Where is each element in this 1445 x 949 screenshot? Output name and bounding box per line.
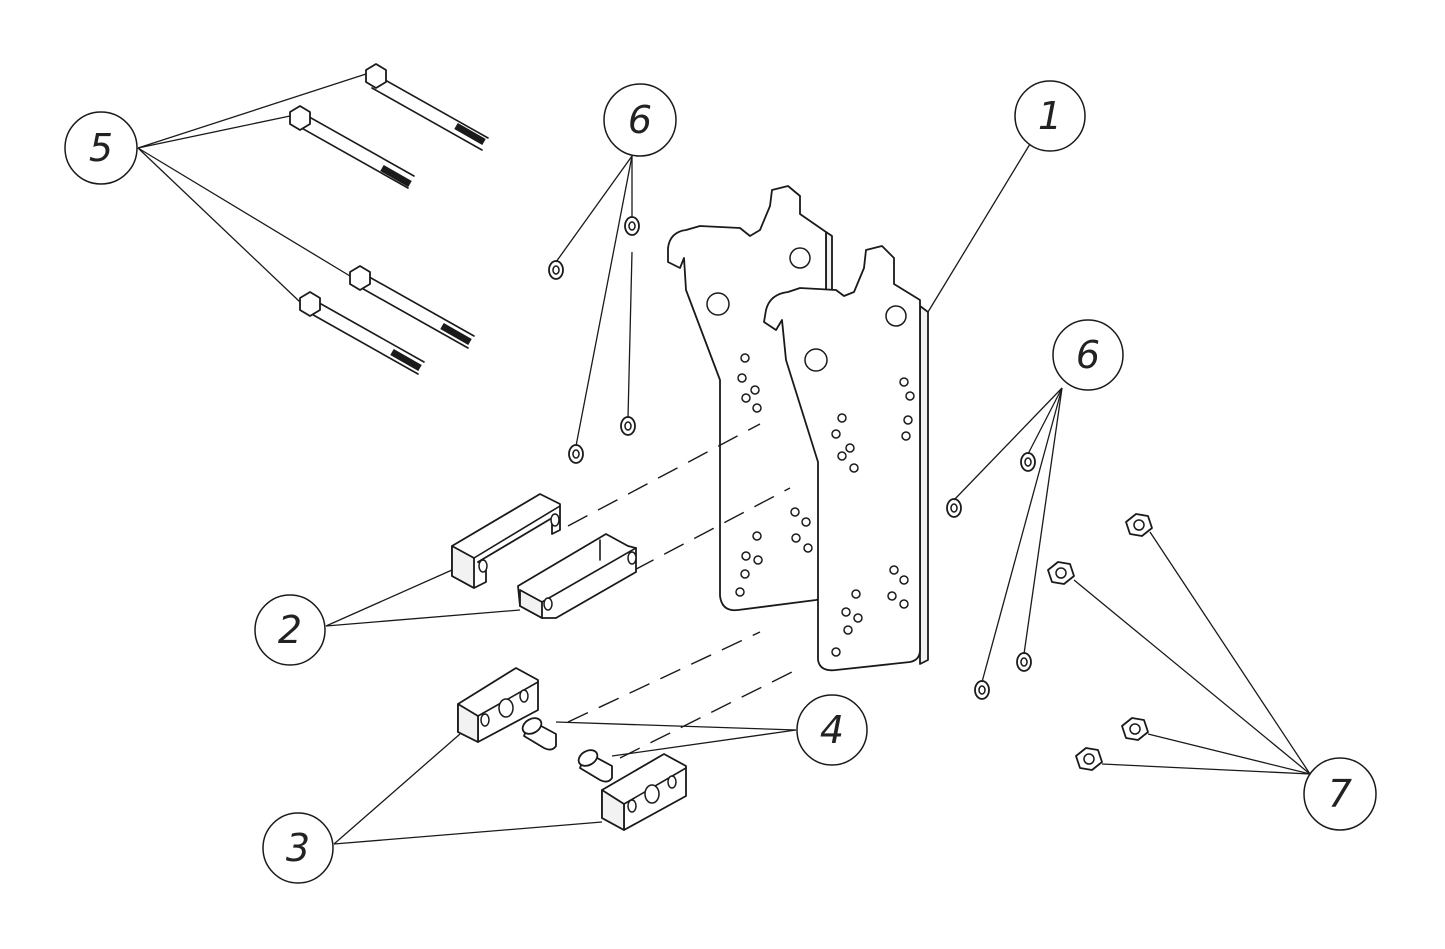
- pin-part: [577, 749, 613, 783]
- bolt-part: [349, 265, 475, 349]
- washer-part: [620, 416, 636, 436]
- nut-part: [1121, 717, 1149, 741]
- pin-part: [521, 717, 557, 751]
- callout-6b-label: 6: [1076, 333, 1100, 377]
- callout-3: 3: [262, 812, 334, 884]
- nut-part: [1125, 513, 1153, 537]
- spacer-channel-front: [517, 533, 637, 619]
- washer-part: [548, 260, 564, 280]
- bracket-plate-front: [763, 245, 929, 672]
- block-part: [601, 753, 687, 831]
- nut-part: [1075, 747, 1103, 771]
- block-part: [457, 667, 539, 743]
- washer-part: [1016, 652, 1032, 672]
- callout-4-label: 4: [820, 708, 844, 752]
- callout-1-label: 1: [1038, 94, 1062, 138]
- bolt-part: [299, 291, 425, 375]
- washer-part: [1020, 452, 1036, 472]
- washer-part: [946, 498, 962, 518]
- washer-part: [568, 444, 584, 464]
- callout-5-label: 5: [89, 126, 113, 170]
- callout-7: 7: [1303, 757, 1377, 831]
- callout-5: 5: [64, 111, 138, 185]
- bolts-group: [289, 63, 489, 375]
- washer-part: [624, 216, 640, 236]
- bracket-plates-group: [667, 185, 929, 672]
- leader-lines: [137, 73, 1311, 845]
- nuts-group: [1047, 513, 1153, 771]
- callout-6a: 6: [603, 83, 677, 157]
- nut-part: [1047, 561, 1075, 585]
- callout-6a-label: 6: [628, 98, 652, 142]
- callout-1: 1: [1014, 80, 1086, 152]
- callout-7-label: 7: [1328, 772, 1352, 816]
- pins-group: [521, 717, 613, 783]
- callout-4: 4: [796, 694, 868, 766]
- callout-2: 2: [254, 594, 326, 666]
- washer-part: [974, 680, 990, 700]
- spacer-channel-back: [451, 493, 561, 589]
- callout-3-label: 3: [286, 826, 310, 870]
- blocks-group: [457, 667, 687, 831]
- spacer-channels-group: [451, 493, 637, 619]
- bolt-part: [365, 63, 489, 151]
- callout-2-label: 2: [278, 608, 302, 652]
- bolt-part: [289, 105, 415, 189]
- callout-6b: 6: [1052, 319, 1124, 391]
